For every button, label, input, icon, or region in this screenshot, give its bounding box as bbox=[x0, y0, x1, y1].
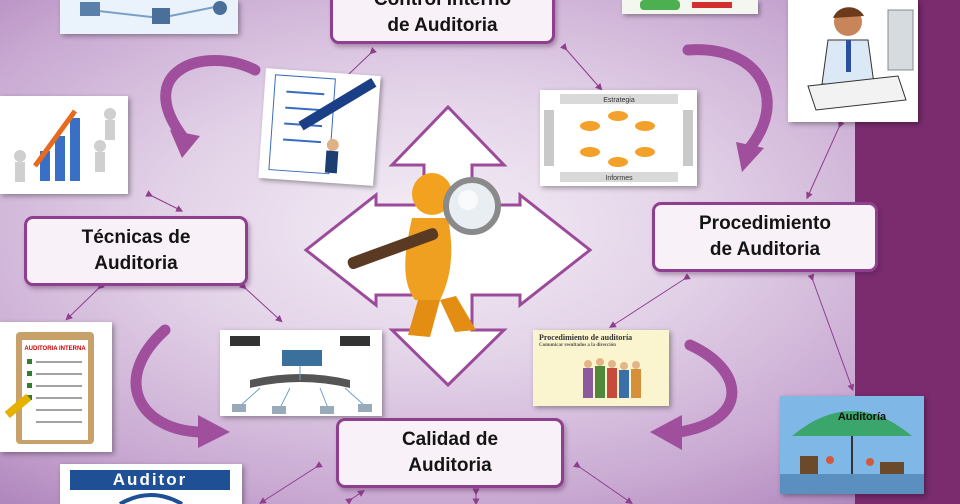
procedimiento-auditoria-box: Procedimiento de Auditoria bbox=[652, 202, 878, 272]
curved-arrow bbox=[160, 55, 261, 146]
procedimiento-card-title: Procedimiento de auditoría bbox=[539, 333, 633, 342]
auditoria-umbrella-image: Auditoría bbox=[780, 396, 924, 494]
auditor-banner-label: Auditor bbox=[70, 470, 230, 490]
tecnicas-line1: Técnicas de bbox=[81, 227, 191, 249]
connector-line bbox=[609, 273, 691, 328]
connector-line bbox=[560, 43, 603, 91]
strategy-top-label: Estrategia bbox=[603, 97, 635, 104]
checklist-pen-image bbox=[258, 68, 381, 186]
tecnicas-auditoria-box: Técnicas de Auditoria bbox=[24, 216, 248, 286]
curved-arrow bbox=[682, 44, 773, 156]
calidad-auditoria-box: Calidad de Auditoria bbox=[336, 418, 564, 488]
network-hardware-image bbox=[220, 330, 382, 416]
strategy-bottom-label: Informes bbox=[605, 175, 633, 182]
connector-line bbox=[806, 120, 845, 200]
curved-arrow bbox=[674, 339, 738, 438]
connector-line bbox=[145, 190, 184, 212]
auditor-figure bbox=[347, 173, 501, 337]
calidad-line2: Auditoria bbox=[408, 455, 492, 476]
connector-line bbox=[239, 282, 283, 323]
control-interno-line2: de Auditoria bbox=[387, 15, 498, 36]
calidad-line1: Calidad de bbox=[401, 429, 499, 451]
procedimiento-card-image: Procedimiento de auditoría Comunicar res… bbox=[533, 330, 669, 406]
arrow-head bbox=[198, 415, 230, 448]
procedimiento-line2: de Auditoria bbox=[709, 239, 821, 260]
arrow-head bbox=[650, 415, 682, 450]
control-interno-box: Control Interno de Auditoria bbox=[330, 0, 555, 44]
control-interno-line1: Control Interno bbox=[374, 0, 511, 10]
chart-image-top bbox=[622, 0, 758, 14]
connector-line bbox=[573, 461, 633, 504]
audit-checklist-image: AUDITORIA INTERNA bbox=[0, 322, 112, 452]
tecnicas-line2: Auditoria bbox=[94, 253, 178, 274]
arrow-head bbox=[736, 142, 764, 172]
curved-arrow bbox=[130, 324, 206, 438]
connector-line bbox=[345, 490, 365, 504]
strategy-diagram-image: Estrategia Informes bbox=[540, 90, 697, 186]
network-image-top bbox=[60, 0, 238, 34]
connector-line bbox=[259, 461, 323, 504]
checklist-header: AUDITORIA INTERNA bbox=[24, 346, 86, 352]
connector-line bbox=[65, 282, 105, 321]
clerk-at-desk-image bbox=[788, 0, 918, 122]
auditor-banner-image: Auditor bbox=[60, 464, 242, 504]
umbrella-label: Auditoría bbox=[838, 411, 887, 423]
procedimiento-card-subtitle: Comunicar resultados a la dirección bbox=[539, 343, 616, 348]
connector-line bbox=[807, 273, 855, 392]
business-growth-image bbox=[0, 96, 128, 194]
procedimiento-line1: Procedimiento bbox=[699, 213, 831, 235]
arrow-head bbox=[170, 130, 200, 158]
